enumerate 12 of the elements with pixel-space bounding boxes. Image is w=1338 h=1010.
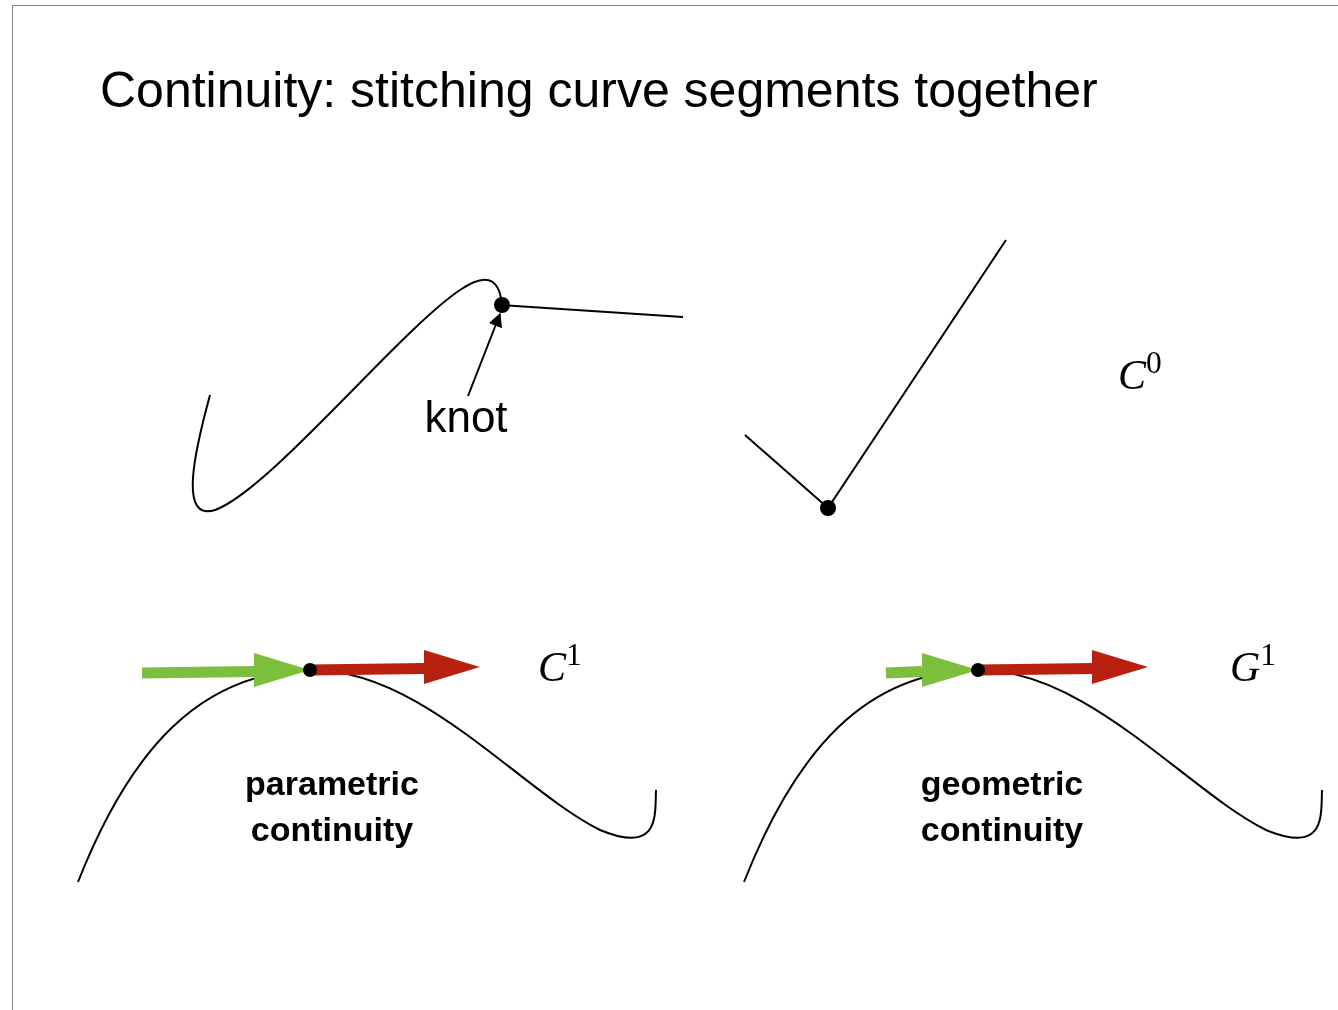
corner-dot [820,500,836,516]
knot-dot [494,297,510,313]
joint-dot [303,663,317,677]
leader-line [467,312,502,397]
continuity-label: parametric continuity [244,763,420,850]
math-symbol: C$^{0}$ [1118,350,1162,400]
math-symbol: C$^{1}$ [538,642,582,692]
math-symbol: G$^{1}$ [1230,642,1277,692]
joint-dot [971,663,985,677]
slide-title: Continuity: stitching curve segments together [100,61,1098,120]
knot-label: knot [424,392,508,442]
continuity-label: geometric continuity [919,763,1085,850]
